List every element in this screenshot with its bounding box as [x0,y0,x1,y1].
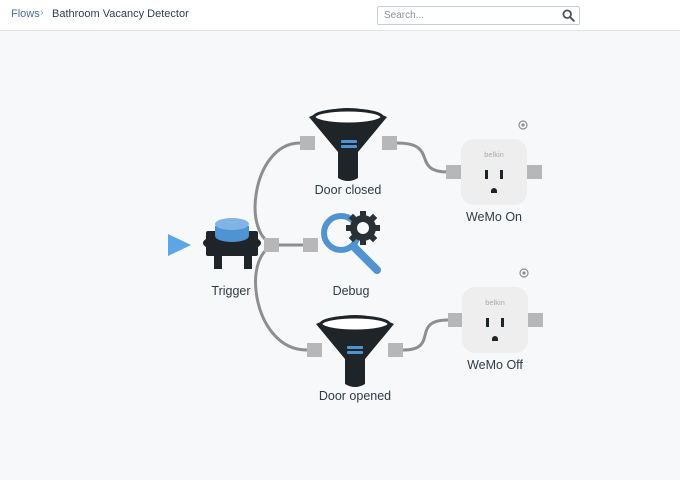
wire-door-closed-wemo-on [396,141,449,174]
door-opened-label: Door opened [318,389,392,403]
door-opened-output-port[interactable] [388,343,403,357]
wemo-off-label: WeMo Off [467,358,523,372]
status-icon [519,268,529,278]
top-bar: Flows › Bathroom Vacancy Detector [0,0,680,31]
breadcrumb-current: Bathroom Vacancy Detector [52,8,189,20]
door-closed-node[interactable] [300,108,397,181]
wemo-plug-icon [462,287,528,353]
chevron-right-icon: › [40,7,44,19]
trigger-output-port[interactable] [264,238,279,252]
breadcrumb-flows-link[interactable]: Flows [11,8,40,20]
wemo-on-input-port[interactable] [446,165,461,179]
wemo-off-brand: belkin [485,298,505,307]
search-box [377,6,580,25]
flow-diagram: belkin belkin [168,108,543,387]
wemo-on-node[interactable]: belkin [446,120,542,205]
trigger-label: Trigger [211,284,251,298]
status-icon [518,120,528,130]
debug-node[interactable] [303,211,381,274]
wemo-on-brand: belkin [484,150,504,159]
trigger-node[interactable] [203,218,279,269]
play-icon[interactable] [168,234,191,256]
debug-input-port[interactable] [303,238,318,252]
gear-icon [346,211,380,245]
debug-label: Debug [332,284,370,298]
door-opened-node[interactable] [307,315,403,387]
search-input[interactable] [378,7,558,24]
wemo-on-label: WeMo On [465,210,523,224]
door-opened-input-port[interactable] [307,343,322,357]
search-icon[interactable] [562,9,575,22]
wemo-off-output-port[interactable] [528,313,543,327]
door-closed-label: Door closed [314,183,382,197]
wemo-off-input-port[interactable] [448,313,463,327]
wire-door-opened-wemo-off [402,318,449,352]
door-closed-input-port[interactable] [300,136,315,150]
door-closed-output-port[interactable] [382,136,397,150]
wemo-on-output-port[interactable] [527,165,542,179]
flow-canvas: belkin belkin Trigger Door closed Debug … [0,31,680,480]
wemo-plug-icon [461,139,527,205]
wemo-off-node[interactable]: belkin [448,268,543,353]
